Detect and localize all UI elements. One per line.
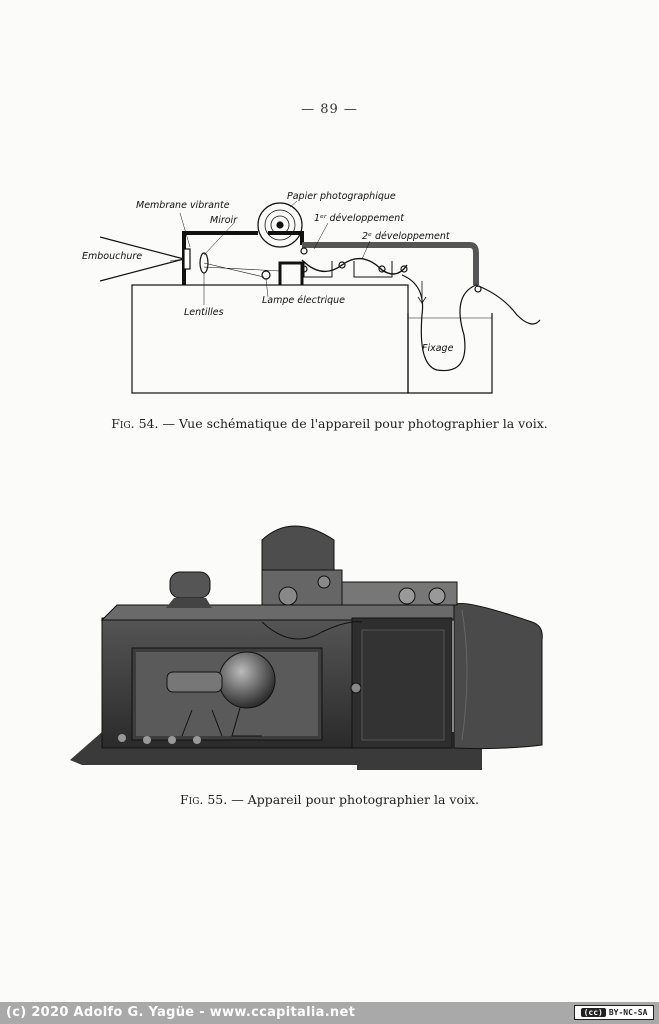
figure2-caption: Fig. 55. — Appareil pour photographier l… bbox=[0, 792, 659, 807]
label-mirror: Miroir bbox=[210, 215, 238, 226]
label-mouthpiece: Embouchure bbox=[82, 251, 143, 262]
label-paper: Papier photographique bbox=[287, 191, 396, 202]
license-text: BY-NC-SA bbox=[608, 1008, 648, 1017]
schematic-drawing bbox=[99, 200, 541, 394]
label-fixing: Fixage bbox=[422, 343, 454, 354]
figure1-number: Fig. 54. bbox=[111, 416, 159, 431]
footer-bar: (c) 2020 Adolfo G. Yagüe - www.ccapitali… bbox=[0, 1002, 659, 1024]
apparatus-engraving bbox=[62, 510, 552, 775]
figure2-caption-text: — Appareil pour photographier la voix. bbox=[227, 792, 480, 807]
fixing-tank bbox=[407, 313, 493, 394]
label-dev1: 1ᵉʳ développement bbox=[314, 213, 405, 224]
apparatus-drawing bbox=[70, 525, 543, 770]
page-number: — 89 — bbox=[301, 102, 358, 117]
schematic-figure: Membrane vibrante Miroir Papier photogra… bbox=[82, 185, 542, 400]
label-dev2: 2ᵉ développement bbox=[362, 231, 450, 242]
figure2-number: Fig. 55. bbox=[179, 792, 228, 807]
cc-license-badge: (cc) BY-NC-SA bbox=[574, 1005, 654, 1020]
label-membrane: Membrane vibrante bbox=[136, 200, 230, 211]
cc-icon: (cc) bbox=[580, 1008, 606, 1017]
copyright-credit: (c) 2020 Adolfo G. Yagüe - www.ccapitali… bbox=[6, 1005, 356, 1020]
label-lamp: Lampe électrique bbox=[262, 295, 345, 306]
label-lenses: Lentilles bbox=[184, 307, 224, 318]
figure1-caption-text: — Vue schématique de l'appareil pour pho… bbox=[158, 416, 548, 431]
paper-drum bbox=[257, 202, 303, 248]
figure1-caption: Fig. 54. — Vue schématique de l'appareil… bbox=[0, 416, 659, 431]
